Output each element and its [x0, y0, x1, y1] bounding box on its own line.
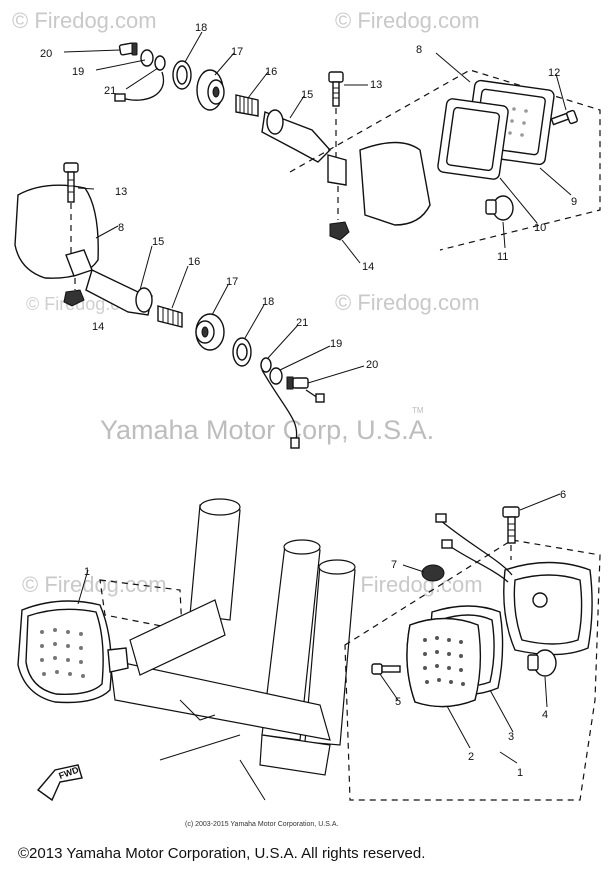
- callout-13-left: 13: [115, 186, 127, 198]
- part-11-bulb: [485, 195, 514, 221]
- callout-15: 15: [301, 89, 313, 101]
- callout-16-left: 16: [188, 256, 200, 268]
- callout-19: 19: [72, 66, 84, 78]
- callout-1-assembly: 1: [517, 767, 523, 779]
- part-21-washer-left: [260, 357, 272, 373]
- housing-wire-a: [439, 519, 513, 576]
- part-21-washer: [154, 55, 166, 71]
- callout-11: 11: [497, 251, 508, 263]
- assembly-enclosure: [289, 69, 601, 251]
- callout-12: 12: [548, 67, 560, 79]
- part-16-stem: [235, 94, 259, 117]
- callout-8-left: 8: [118, 222, 124, 234]
- firedog-watermark: © Firedog.com: [335, 290, 480, 315]
- trademark-mark: TM: [412, 406, 424, 415]
- callout-17: 17: [231, 46, 243, 58]
- handlebar-frame: [99, 498, 356, 801]
- callout-17-left: 17: [226, 276, 238, 288]
- lamp-assembly-enclosure: [344, 539, 601, 801]
- part-16-stem-left: [157, 305, 183, 328]
- callout-3: 3: [508, 731, 514, 743]
- wire-terminal-left: [290, 437, 300, 449]
- firedog-watermark: © Firedog.com: [338, 572, 483, 597]
- forward-direction-arrow: FWD: [36, 764, 83, 802]
- callout-9: 9: [571, 196, 577, 208]
- copyright-footer: ©2013 Yamaha Motor Corporation, U.S.A. A…: [18, 845, 425, 862]
- part-14-nut-left: [63, 289, 85, 307]
- part-19-washer-left: [269, 367, 283, 385]
- housing-wire-b: [447, 544, 509, 583]
- part-13-bolt: [328, 71, 344, 107]
- stay-clamp: [327, 154, 347, 186]
- part-1-housing: [503, 561, 593, 656]
- wire-terminal: [114, 93, 126, 102]
- callout-21-left: 21: [296, 317, 308, 329]
- callout-20-left: 20: [366, 359, 378, 371]
- callout-15-left: 15: [152, 236, 164, 248]
- firedog-watermark: © Firedog.com: [22, 572, 167, 597]
- callout-13: 13: [370, 79, 382, 91]
- callout-7: 7: [391, 559, 397, 571]
- yamaha-watermark: Yamaha Motor Corp, U.S.A.: [100, 415, 434, 445]
- callout-20: 20: [40, 48, 52, 60]
- part-5-screw: [371, 663, 401, 675]
- part-19-washer: [140, 49, 154, 67]
- callout-18-left: 18: [262, 296, 274, 308]
- callout-6: 6: [560, 489, 566, 501]
- part-20-nut-left: [286, 376, 309, 390]
- firedog-watermark: © Firedog.com: [12, 8, 157, 33]
- part-14-nut: [329, 221, 350, 241]
- wire-lead: [121, 71, 165, 101]
- callout-14: 14: [362, 261, 374, 273]
- part-12-screw: [550, 109, 578, 126]
- mounted-lamp: [17, 600, 129, 704]
- wire-lead-left: [261, 369, 298, 441]
- part-15-stay: [261, 109, 331, 163]
- callout-5: 5: [395, 696, 401, 708]
- part-17-grommet-left: [195, 313, 225, 351]
- callout-1: 1: [84, 566, 90, 578]
- callout-21: 21: [104, 85, 116, 97]
- callout-4: 4: [542, 709, 548, 721]
- part-15-stay-left: [85, 269, 153, 316]
- copyright-small: (c) 2003-2015 Yamaha Motor Corporation, …: [185, 821, 338, 828]
- callout-16: 16: [265, 66, 277, 78]
- part-8-housing: [359, 141, 431, 226]
- part-20-nut: [118, 42, 138, 56]
- part-17-grommet: [196, 69, 225, 111]
- callout-8: 8: [416, 44, 422, 56]
- callout-10: 10: [534, 222, 546, 234]
- part-13-bolt-left: [63, 162, 79, 203]
- part-6-bolt: [502, 506, 520, 544]
- callout-2: 2: [468, 751, 474, 763]
- callout-19-left: 19: [330, 338, 342, 350]
- firedog-watermark: © Firedog.com: [335, 8, 480, 33]
- part-7-grommet: [421, 564, 445, 582]
- part-4-bulb: [527, 649, 557, 677]
- callout-14-left: 14: [92, 321, 104, 333]
- callout-18: 18: [195, 22, 207, 34]
